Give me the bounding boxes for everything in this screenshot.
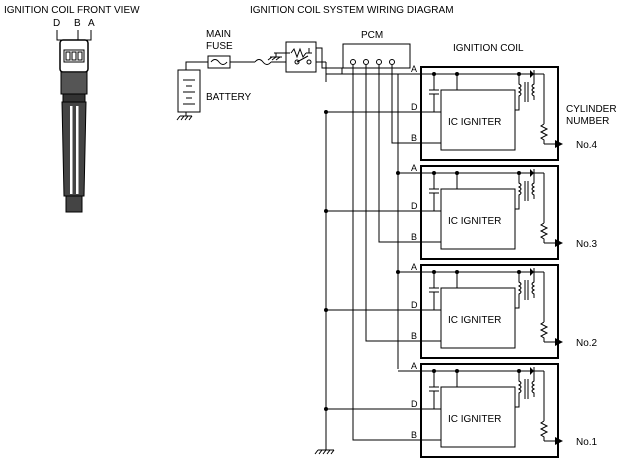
cylinder-number-label-line1: CYLINDER (566, 104, 617, 115)
terminal-b-label: B (411, 133, 417, 143)
front-view-pin-b: B (74, 18, 81, 29)
pcm-signal-wire-no1 (352, 65, 420, 441)
terminal-a-label: A (411, 163, 417, 173)
ignition-coil-module-no4: A D B (324, 64, 563, 161)
terminal-a-label: A (411, 262, 417, 272)
front-view-pin-d: D (53, 18, 60, 29)
battery-label: BATTERY (206, 92, 252, 103)
ic-igniter-label-no4: IC IGNITER (448, 117, 501, 128)
main-fuse-label-line2: FUSE (206, 41, 233, 52)
front-view-title: IGNITION COIL FRONT VIEW (4, 5, 140, 16)
ignition-coil-module-no3: A D B (324, 163, 563, 260)
main-relay-symbol (267, 41, 343, 74)
cylinder-no3-label: No.3 (576, 239, 598, 250)
diagram-title: IGNITION COIL SYSTEM WIRING DIAGRAM (250, 5, 454, 16)
ground-symbol (314, 449, 335, 455)
ic-igniter-label-no3: IC IGNITER (448, 216, 501, 227)
cylinder-no2-label: No.2 (576, 338, 598, 349)
cylinder-number-label-line2: NUMBER (566, 116, 609, 127)
main-fuse-symbol (207, 55, 231, 69)
terminal-d-label: D (411, 399, 418, 409)
pcm-label: PCM (361, 30, 383, 41)
cylinder-no4-label: No.4 (576, 140, 598, 151)
terminal-b-label: B (411, 331, 417, 341)
terminal-a-label: A (411, 361, 417, 371)
fuse-to-relay-wire (230, 59, 286, 65)
ic-igniter-label-no2: IC IGNITER (448, 315, 501, 326)
ignition-coil-module-no1: A D B (324, 361, 563, 458)
terminal-b-label: B (411, 232, 417, 242)
ignition-coil-front-view-drawing (56, 30, 92, 213)
terminal-d-label: D (411, 300, 418, 310)
main-fuse-label-line1: MAIN (206, 29, 231, 40)
ic-igniter-label-no1: IC IGNITER (448, 414, 501, 425)
pcm-box (342, 43, 411, 69)
terminal-b-label: B (411, 430, 417, 440)
terminal-a-label: A (411, 64, 417, 74)
ignition-coil-label: IGNITION COIL (453, 43, 524, 54)
pcm-signal-wire-no3 (378, 65, 420, 243)
cylinder-no1-label: No.1 (576, 437, 598, 448)
terminal-d-label: D (411, 102, 418, 112)
terminal-d-label: D (411, 201, 418, 211)
battery-symbol (176, 61, 208, 121)
ignition-coil-module-no2: A D B (324, 262, 563, 359)
front-view-pin-a: A (88, 18, 95, 29)
